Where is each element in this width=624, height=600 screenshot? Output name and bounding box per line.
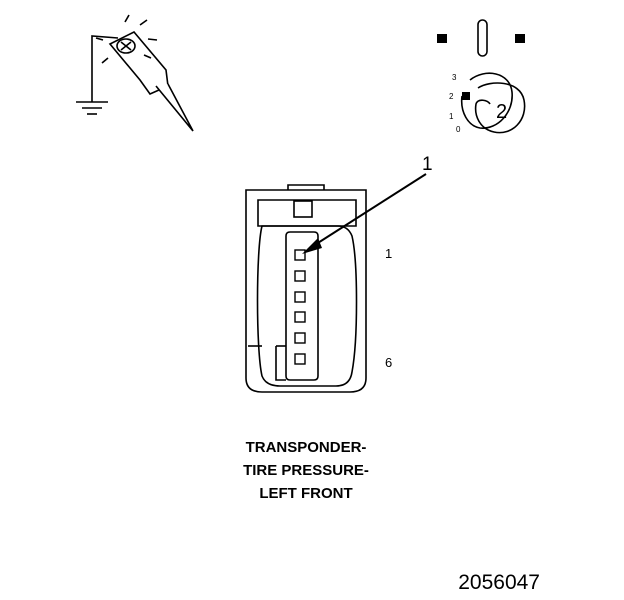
connector-cavities (294, 249, 306, 365)
connector-housing (245, 184, 367, 393)
caption-line-1: TRANSPONDER- (246, 439, 367, 456)
ignition-position-0: 0 (456, 125, 461, 134)
test-probe-icon (91, 14, 194, 132)
cavity-5 (294, 332, 306, 344)
cavity-2 (294, 270, 306, 282)
ignition-position-3: 3 (452, 73, 457, 82)
cavity-6 (294, 353, 306, 365)
callout-number: 1 (422, 154, 433, 175)
cavity-3 (294, 291, 306, 303)
cavity-4 (294, 311, 306, 323)
ignition-position-2: 2 (449, 92, 454, 101)
caption-line-3: LEFT FRONT (259, 485, 352, 502)
figure-number: 2056047 (458, 571, 540, 594)
cavity-1 (294, 249, 306, 261)
pin-label-first: 1 (385, 246, 392, 261)
caption-line-2: TIRE PRESSURE- (243, 462, 369, 479)
ignition-selected-position: 2 (496, 101, 507, 123)
ignition-key-icon (460, 72, 526, 134)
ignition-position-1: 1 (449, 112, 454, 121)
pin-label-last: 6 (385, 355, 392, 370)
ground-symbol-icon (76, 101, 108, 115)
callout-arrow (302, 173, 427, 254)
ignition-off-icon (437, 19, 525, 57)
